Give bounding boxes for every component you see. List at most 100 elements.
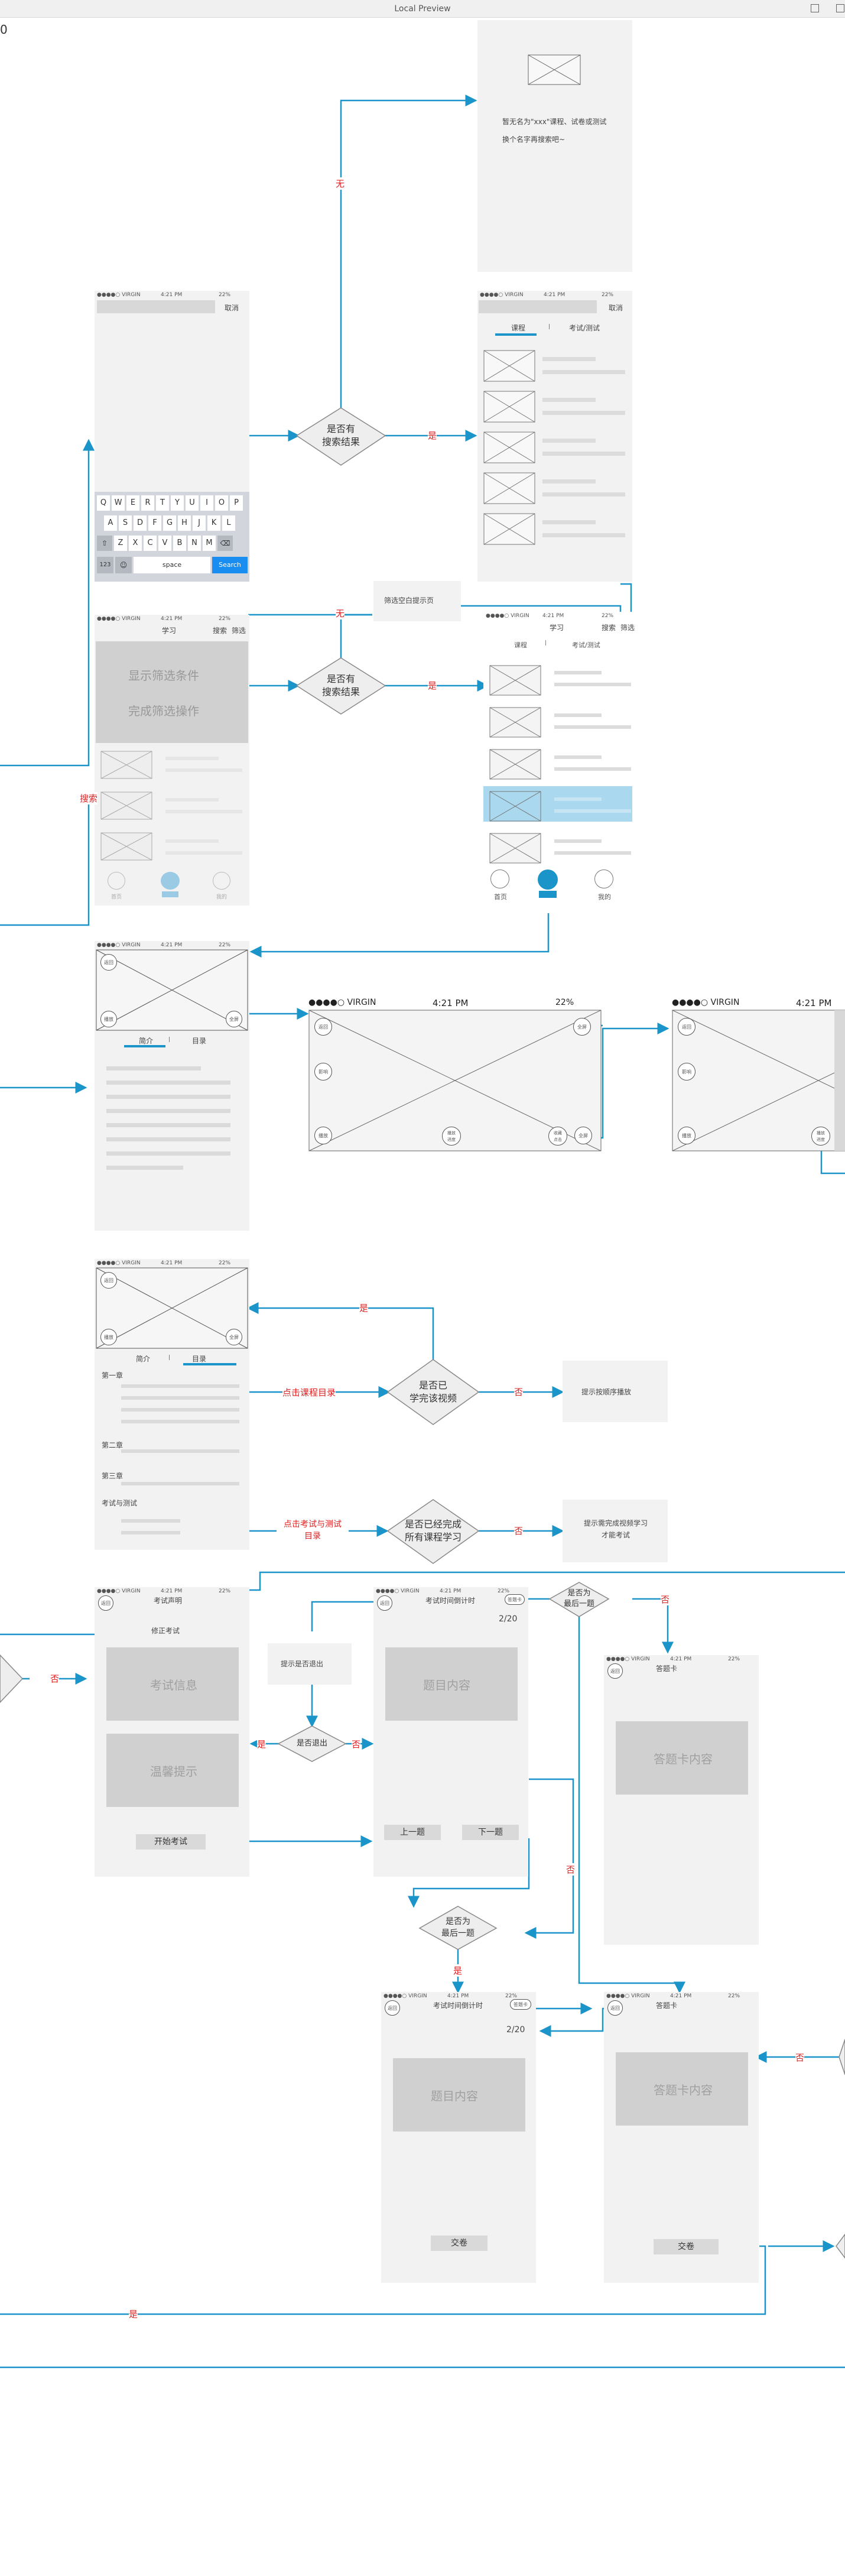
- status-battery: 22%: [219, 942, 231, 948]
- video-player[interactable]: [96, 949, 248, 1031]
- key[interactable]: C: [144, 536, 157, 551]
- fullscreen-icon[interactable]: 全屏: [573, 1018, 591, 1036]
- search-button[interactable]: 搜索: [602, 624, 616, 632]
- play-icon[interactable]: 播放: [100, 1329, 117, 1345]
- key[interactable]: E: [126, 495, 139, 511]
- tab-exam[interactable]: 考试/测试: [569, 324, 600, 332]
- key[interactable]: G: [163, 515, 176, 531]
- tab-catalog[interactable]: 目录: [192, 1037, 207, 1045]
- key[interactable]: T: [156, 495, 169, 511]
- back-icon[interactable]: 返回: [607, 2000, 623, 2016]
- result-thumbnails: [483, 350, 535, 545]
- decision-diamond-last-1: [548, 1582, 610, 1617]
- key[interactable]: I: [200, 495, 213, 511]
- tab-intro[interactable]: 简介: [139, 1037, 154, 1045]
- submit-button[interactable]: 交卷: [654, 2239, 719, 2254]
- back-icon[interactable]: 返回: [385, 2000, 400, 2016]
- search-input[interactable]: [479, 300, 597, 313]
- next-question-button[interactable]: 下一题: [462, 1825, 519, 1840]
- key[interactable]: O: [215, 495, 228, 511]
- filter-button[interactable]: 筛选: [232, 627, 246, 635]
- emoji-key-icon[interactable]: ☺: [115, 557, 132, 573]
- back-icon[interactable]: 返回: [377, 1595, 392, 1611]
- search-button[interactable]: 搜索: [213, 627, 228, 635]
- mark-icon[interactable]: 影响: [678, 1063, 696, 1081]
- back-icon[interactable]: 返回: [314, 1018, 332, 1036]
- answer-card-button[interactable]: 答题卡: [510, 1999, 531, 2010]
- fullscreen-icon[interactable]: 全屏: [226, 1011, 242, 1027]
- tab-exam[interactable]: 考试/测试: [572, 641, 600, 649]
- play-icon[interactable]: 播放: [100, 1011, 117, 1027]
- home-tab-icon[interactable]: [108, 872, 125, 890]
- video-player[interactable]: [96, 1267, 248, 1349]
- placeholder-image-icon: [528, 54, 581, 85]
- key[interactable]: X: [129, 536, 142, 551]
- key[interactable]: V: [158, 536, 171, 551]
- back-icon[interactable]: 返回: [607, 1663, 623, 1679]
- answer-card-button[interactable]: 答题卡: [505, 1594, 525, 1605]
- play-icon[interactable]: 播放: [314, 1127, 332, 1144]
- tab-course[interactable]: 课程: [514, 641, 527, 649]
- key[interactable]: L: [222, 515, 235, 531]
- key[interactable]: H: [178, 515, 191, 531]
- search-key[interactable]: Search: [212, 557, 248, 573]
- key[interactable]: N: [188, 536, 201, 551]
- progress-icon[interactable]: 播放 进度: [442, 1127, 461, 1146]
- back-icon[interactable]: 返回: [678, 1018, 696, 1036]
- submit-button[interactable]: 交卷: [431, 2236, 488, 2251]
- key[interactable]: Y: [171, 495, 184, 511]
- numbers-key[interactable]: 123: [97, 557, 113, 573]
- key[interactable]: D: [134, 515, 147, 531]
- back-icon[interactable]: 返回: [100, 1272, 117, 1289]
- mine-tab-icon[interactable]: [594, 870, 613, 888]
- status-carrier: ●●●●○ VIRGIN: [308, 998, 376, 1007]
- mine-tab-icon[interactable]: [213, 872, 230, 890]
- key[interactable]: A: [104, 515, 117, 531]
- chapter-3[interactable]: 第三章: [102, 1472, 124, 1480]
- key[interactable]: F: [148, 515, 161, 531]
- start-exam-button[interactable]: 开始考试: [136, 1834, 206, 1850]
- delete-key-icon[interactable]: ⌫: [217, 536, 233, 551]
- learn-tab-icon[interactable]: [161, 872, 180, 890]
- key[interactable]: B: [173, 536, 186, 551]
- key[interactable]: S: [119, 515, 132, 531]
- tab-catalog[interactable]: 目录: [192, 1355, 207, 1363]
- home-tab-icon[interactable]: [490, 870, 509, 888]
- key[interactable]: W: [112, 495, 125, 511]
- status-time: 4:21 PM: [447, 1993, 469, 1999]
- key[interactable]: Z: [114, 536, 127, 551]
- filter-overlay[interactable]: 显示筛选条件 完成筛选操作: [96, 641, 248, 743]
- progress-icon[interactable]: 播放 进度: [811, 1127, 830, 1146]
- cancel-button[interactable]: 取消: [225, 304, 239, 312]
- cancel-button[interactable]: 取消: [609, 304, 623, 312]
- tab-intro[interactable]: 简介: [136, 1355, 151, 1363]
- key[interactable]: Q: [97, 495, 110, 511]
- portrait-icon[interactable]: 全屏: [574, 1127, 592, 1144]
- mark-icon[interactable]: 影响: [314, 1063, 332, 1081]
- tab-course[interactable]: 课程: [511, 324, 526, 332]
- back-icon[interactable]: 返回: [100, 954, 117, 971]
- tab-divider: |: [168, 1037, 171, 1043]
- filter-button[interactable]: 筛选: [620, 624, 635, 632]
- search-input[interactable]: [97, 300, 215, 313]
- chapter-2[interactable]: 第二章: [102, 1441, 124, 1449]
- play-icon[interactable]: 播放: [678, 1127, 696, 1144]
- shift-key-icon[interactable]: ⇧: [97, 536, 112, 551]
- prev-question-button[interactable]: 上一题: [384, 1825, 441, 1840]
- key[interactable]: M: [203, 536, 216, 551]
- key[interactable]: P: [230, 495, 243, 511]
- exam-entry[interactable]: 考试与测试: [102, 1499, 138, 1507]
- key[interactable]: R: [141, 495, 154, 511]
- learn-tab-icon[interactable]: [538, 870, 558, 890]
- key[interactable]: J: [193, 515, 206, 531]
- fullscreen-icon[interactable]: 全屏: [226, 1329, 242, 1345]
- tip-confirm-exit: 提示是否退出: [268, 1643, 352, 1685]
- chapter-1[interactable]: 第一章: [102, 1371, 124, 1380]
- key[interactable]: U: [186, 495, 199, 511]
- key[interactable]: K: [207, 515, 220, 531]
- back-icon[interactable]: 返回: [98, 1595, 113, 1611]
- collect-icon[interactable]: 收藏 点击: [548, 1127, 567, 1146]
- space-key[interactable]: space: [134, 557, 210, 573]
- window-control-icon-2[interactable]: [836, 4, 844, 12]
- window-control-icon[interactable]: [811, 4, 819, 12]
